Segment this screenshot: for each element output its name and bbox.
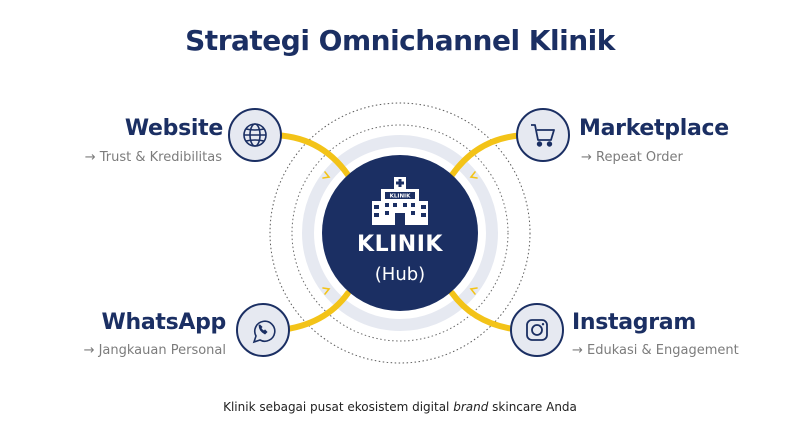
marketplace-title: Marketplace: [579, 116, 729, 141]
hub-circle: [322, 155, 478, 311]
caption-text-end: skincare Anda: [488, 400, 577, 414]
instagram-node: [510, 303, 564, 357]
globe-icon: [243, 123, 267, 147]
website-title: Website: [124, 116, 223, 141]
middle-dotted-ring: [291, 124, 509, 342]
instagram-icon: [526, 319, 548, 341]
marketplace-subtitle: → Repeat Order: [581, 150, 683, 165]
marketplace-node: [516, 108, 570, 162]
whatsapp-title: WhatsApp: [101, 310, 226, 335]
website-node: [228, 108, 282, 162]
outer-dotted-ring: [269, 102, 531, 364]
hospital-building-icon: [372, 177, 428, 225]
shopping-cart-icon: [531, 124, 555, 147]
page-title: Strategi Omnichannel Klinik: [185, 24, 615, 57]
hub-title: KLINIK: [357, 232, 443, 257]
caption-emphasis: brand: [453, 400, 489, 414]
hub-subtitle: (Hub): [374, 264, 426, 285]
caption-text-start: Klinik sebagai pusat ekosistem digital: [223, 400, 454, 414]
whatsapp-subtitle: → Jangkauan Personal: [83, 343, 226, 358]
whatsapp-icon: [252, 320, 276, 344]
instagram-subtitle: → Edukasi & Engagement: [572, 343, 739, 358]
flow-arrows: [322, 171, 478, 295]
website-subtitle: → Trust & Kredibilitas: [84, 150, 222, 165]
hub-sign-text: KLINIK: [390, 194, 411, 200]
whatsapp-node: [236, 303, 290, 357]
footer-caption: Klinik sebagai pusat ekosistem digital b…: [0, 400, 800, 414]
instagram-title: Instagram: [572, 310, 696, 335]
inner-light-ring: [302, 135, 498, 331]
